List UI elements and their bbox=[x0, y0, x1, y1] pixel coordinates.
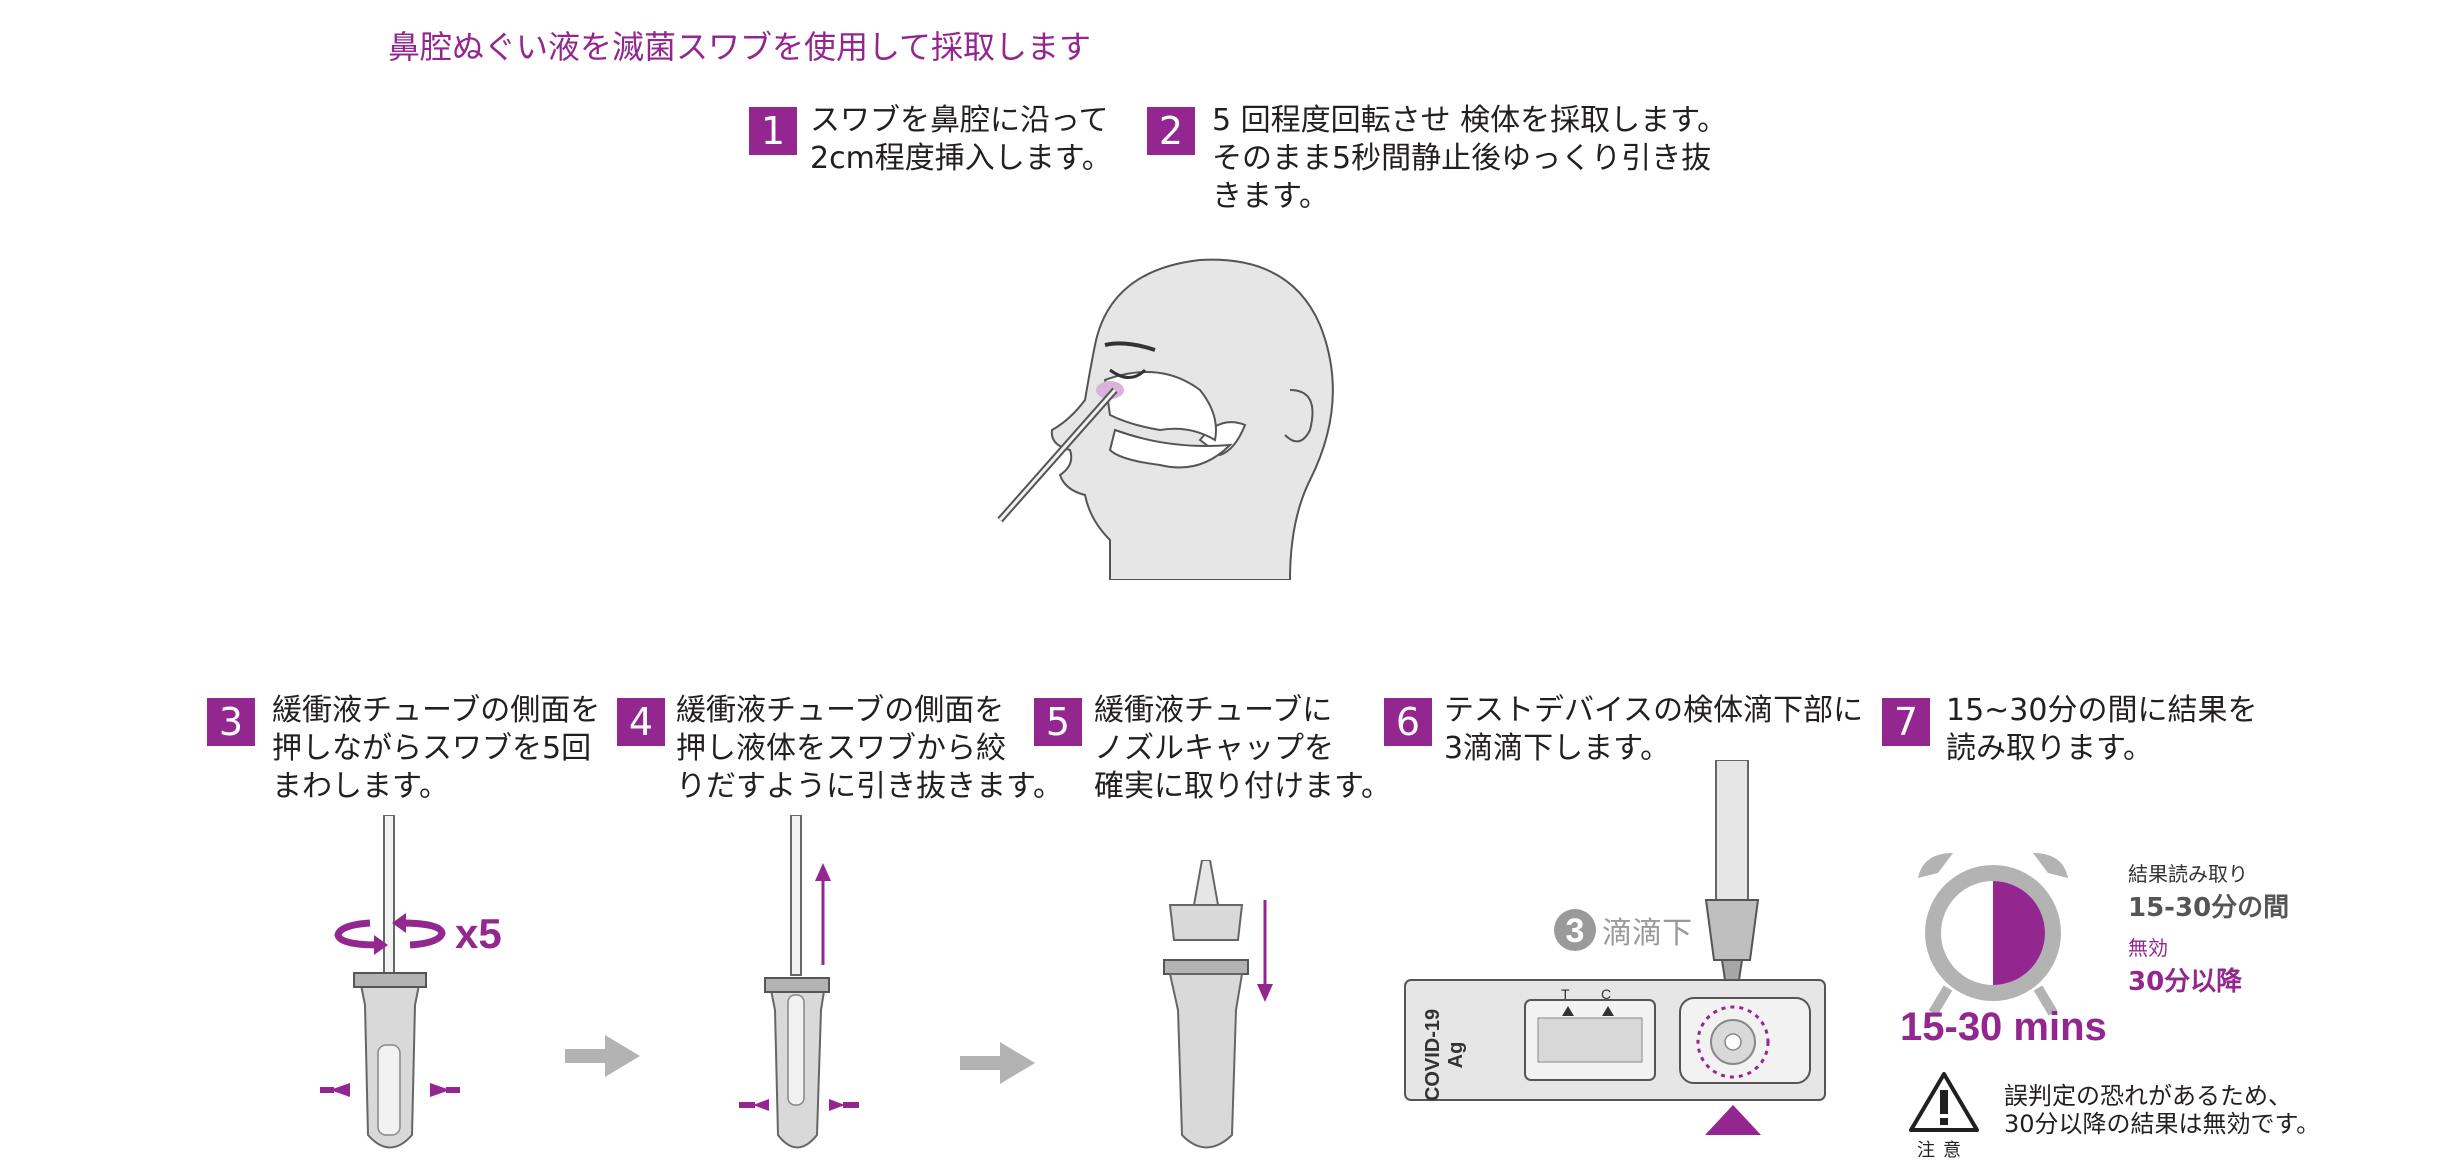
step-3-line-3: まわします。 bbox=[272, 769, 449, 804]
step-5-line-1: 緩衝液チューブに bbox=[1094, 693, 1333, 728]
step-6-number: 6 bbox=[1384, 698, 1432, 746]
step-2-text: 5 回程度回転させ 検体を採取します。 そのまま5秒間静止後ゆっくり引き抜 きま… bbox=[1212, 102, 1727, 216]
step-1-number: 1 bbox=[749, 107, 797, 155]
step-7-number: 7 bbox=[1882, 698, 1930, 746]
step-3-text: 緩衝液チューブの側面を 押しながらスワブを5回 まわします。 bbox=[272, 692, 600, 806]
drop-count-badge: 3 bbox=[1554, 909, 1596, 951]
step-4-number: 4 bbox=[617, 698, 665, 746]
step-7-line-1: 15~30分の間に結果を bbox=[1946, 693, 2258, 728]
warning-line-2: 30分以降の結果は無効です。 bbox=[2004, 1110, 2321, 1138]
warning-line-1: 誤判定の恐れがあるため、 bbox=[2004, 1082, 2292, 1110]
step-3-line-2: 押しながらスワブを5回 bbox=[272, 731, 592, 766]
step-2-line-2: そのまま5秒間静止後ゆっくり引き抜 bbox=[1212, 141, 1712, 176]
step-2-number: 2 bbox=[1147, 107, 1195, 155]
step-6-line-2: 3滴滴下します。 bbox=[1444, 731, 1671, 766]
timer-minutes: 15-30 mins bbox=[1900, 1005, 2107, 1049]
caution-label: 注意 bbox=[1917, 1140, 1969, 1161]
step-5-number: 5 bbox=[1034, 698, 1082, 746]
rotation-count: x5 bbox=[455, 910, 502, 957]
drop-count-number: 3 bbox=[1566, 912, 1585, 950]
tube-rotate-illustration bbox=[320, 815, 460, 1149]
step-4-line-2: 押し液体をスワブから絞 bbox=[676, 731, 1006, 766]
device-name: COVID-19 Ag bbox=[1422, 1000, 1468, 1110]
step-5-line-2: ノズルキャップを bbox=[1094, 731, 1334, 766]
step-4-line-3: りだすように引き抜きます。 bbox=[676, 769, 1063, 804]
control-label-t: T bbox=[1561, 986, 1570, 1002]
step-1-line-1: スワブを鼻腔に沿って bbox=[810, 103, 1109, 138]
timer-legend: 結果読み取り 15-30分の間 無効 30分以降 bbox=[2128, 858, 2289, 998]
drop-count-text: 滴滴下 bbox=[1602, 916, 1693, 951]
next-arrow-icon bbox=[960, 1042, 1035, 1084]
drop-count-label: 3 滴滴下 bbox=[1553, 908, 1692, 952]
invalid-label: 無効 bbox=[2128, 936, 2168, 960]
warning-icon bbox=[1909, 1072, 1979, 1132]
nozzle-cap-illustration bbox=[1163, 860, 1273, 1149]
step-5-line-3: 確実に取り付けます。 bbox=[1094, 769, 1391, 804]
warning-text: 誤判定の恐れがあるため、 30分以降の結果は無効です。 bbox=[2004, 1082, 2320, 1138]
step-4-line-1: 緩衝液チューブの側面を bbox=[676, 693, 1005, 728]
read-value: 15-30分の間 bbox=[2128, 893, 2290, 923]
step-4-text: 緩衝液チューブの側面を 押し液体をスワブから絞 りだすように引き抜きます。 bbox=[676, 692, 1063, 806]
control-label-c: C bbox=[1601, 986, 1612, 1002]
read-label: 結果読み取り bbox=[2128, 862, 2248, 886]
step-3-line-1: 緩衝液チューブの側面を bbox=[272, 693, 601, 728]
step-2-line-3: きます。 bbox=[1212, 179, 1329, 214]
step-6-text: テストデバイスの検体滴下部に 3滴滴下します。 bbox=[1444, 692, 1863, 768]
step-7-line-2: 読み取ります。 bbox=[1946, 731, 2153, 766]
step-3-number: 3 bbox=[207, 698, 255, 746]
head-illustration bbox=[997, 258, 1334, 580]
next-arrow-icon bbox=[565, 1035, 640, 1077]
tube-pull-illustration bbox=[739, 815, 859, 1149]
invalid-value: 30分以降 bbox=[2128, 967, 2243, 997]
test-device-illustration bbox=[1404, 760, 1826, 1135]
page-title: 鼻腔ぬぐい液を滅菌スワブを使用して採取します bbox=[387, 28, 1092, 66]
device-name-main: COVID-19 bbox=[1422, 1008, 1444, 1102]
step-1-line-2: 2cm程度挿入します。 bbox=[810, 141, 1112, 176]
device-name-sub: Ag bbox=[1445, 1041, 1467, 1069]
rotation-arrows-icon bbox=[334, 913, 446, 955]
step-7-text: 15~30分の間に結果を 読み取ります。 bbox=[1946, 692, 2257, 768]
step-5-text: 緩衝液チューブに ノズルキャップを 確実に取り付けます。 bbox=[1094, 692, 1391, 806]
step-2-line-1: 5 回程度回転させ 検体を採取します。 bbox=[1212, 103, 1728, 138]
step-1-text: スワブを鼻腔に沿って 2cm程度挿入します。 bbox=[810, 102, 1112, 178]
timer-icon bbox=[1918, 853, 2068, 1016]
step-6-line-1: テストデバイスの検体滴下部に bbox=[1444, 693, 1864, 728]
